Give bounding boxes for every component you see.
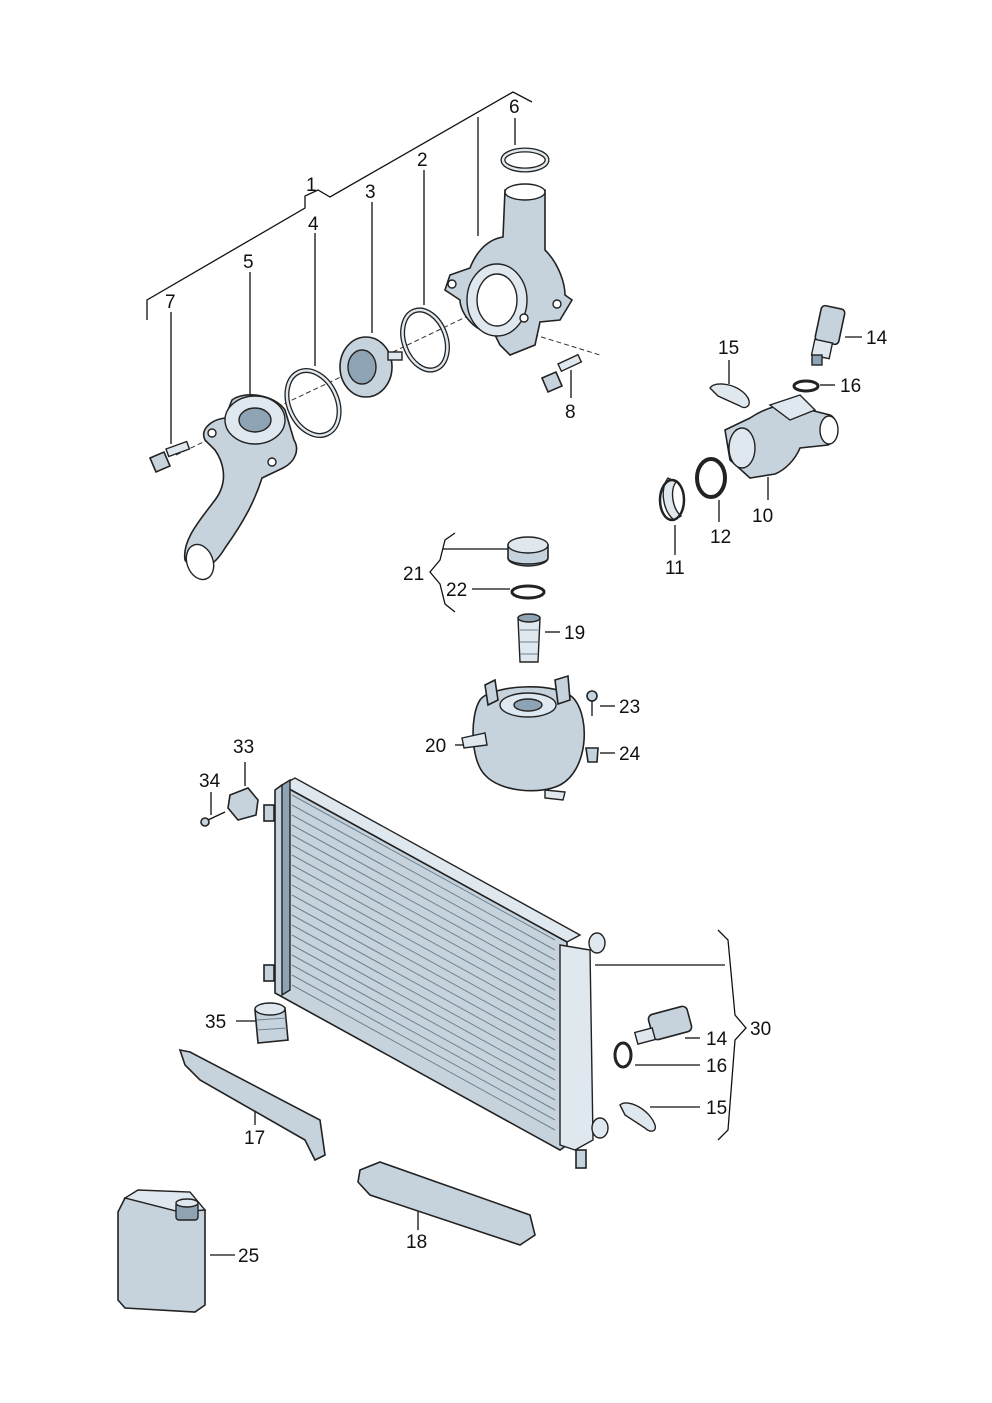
expansion-tank — [461, 674, 585, 801]
callout-35: 35 — [205, 1012, 226, 1033]
coolant-flange-elbow — [183, 394, 298, 581]
callout-15-top: 15 — [718, 338, 739, 359]
radiator-callout-lines — [210, 762, 747, 1256]
screw-34 — [200, 811, 226, 827]
callout-8: 8 — [565, 402, 576, 423]
callout-6: 6 — [509, 97, 520, 118]
clip-15-bottom — [619, 1102, 657, 1132]
callout-16-top: 16 — [840, 376, 861, 397]
callout-14-bottom: 14 — [706, 1029, 728, 1050]
callout-21: 21 — [403, 564, 424, 585]
rubber-mount-33 — [227, 787, 259, 821]
temperature-sensor-bottom — [633, 1005, 693, 1045]
callout-34: 34 — [199, 771, 221, 792]
callout-4: 4 — [308, 214, 319, 235]
expansion-tank-group-lines — [429, 532, 615, 754]
coolant-connector-10 — [724, 394, 839, 479]
bolt-8 — [540, 353, 583, 394]
callout-16-bottom: 16 — [706, 1056, 727, 1077]
screw-23 — [586, 690, 598, 716]
callout-23: 23 — [619, 697, 640, 718]
temperature-sensor-top — [810, 304, 846, 366]
bracket-17 — [178, 1048, 326, 1162]
callout-11: 11 — [665, 558, 685, 579]
callout-20: 20 — [425, 736, 446, 757]
circlip-11 — [662, 477, 683, 521]
callout-10: 10 — [752, 506, 773, 527]
clip-15-top — [709, 383, 750, 409]
callout-14-top: 14 — [866, 328, 888, 349]
callout-1: 1 — [306, 175, 317, 196]
callout-22: 22 — [446, 580, 467, 601]
callout-24: 24 — [619, 744, 641, 765]
drain-plug-35 — [254, 1002, 289, 1044]
callout-30: 30 — [750, 1019, 771, 1040]
callout-2: 2 — [417, 150, 428, 171]
bolt-7 — [148, 440, 191, 474]
thermostat-housing — [444, 183, 574, 356]
callout-5: 5 — [243, 252, 254, 273]
tank-cap — [507, 536, 549, 567]
o-ring-4 — [284, 368, 342, 438]
sensor-connector-group — [674, 336, 862, 555]
bracket-group-1 — [146, 91, 572, 444]
air-duct-18 — [357, 1161, 536, 1246]
callout-33: 33 — [233, 737, 254, 758]
thermostat — [339, 336, 403, 398]
callout-12: 12 — [710, 527, 731, 548]
seal-12 — [695, 457, 727, 499]
o-ring-16-bottom — [613, 1041, 633, 1069]
seal-2 — [400, 307, 450, 373]
o-ring-16-top — [792, 379, 820, 393]
coolant-canister-25 — [117, 1189, 207, 1313]
callout-7: 7 — [165, 292, 176, 313]
callout-15-bottom: 15 — [706, 1098, 727, 1119]
radiator — [263, 777, 609, 1169]
callout-25: 25 — [238, 1246, 259, 1267]
seal-ring-6 — [500, 147, 550, 173]
callout-17: 17 — [244, 1128, 265, 1149]
callout-3: 3 — [365, 182, 376, 203]
nut-24 — [585, 747, 599, 763]
radiator-fins — [291, 794, 556, 1131]
callout-19: 19 — [564, 623, 585, 644]
callout-18: 18 — [406, 1232, 427, 1253]
strainer-19 — [517, 613, 541, 663]
cap-seal-22 — [510, 584, 546, 600]
